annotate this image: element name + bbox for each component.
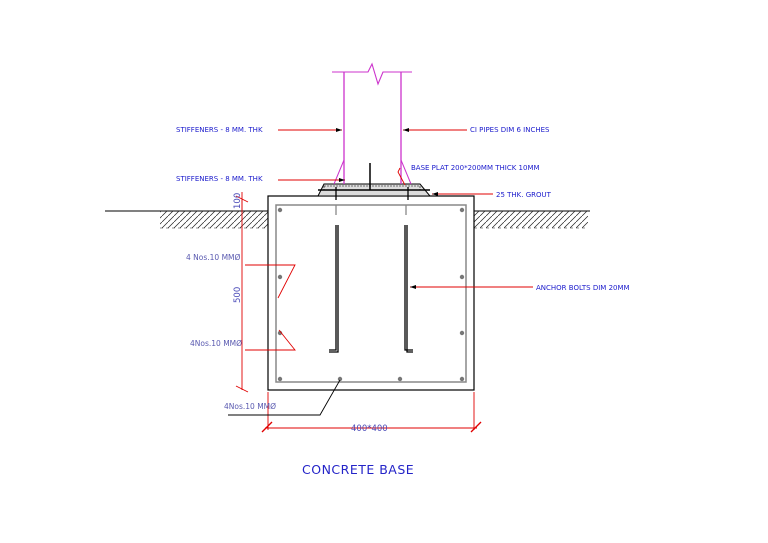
arrow-heads — [336, 128, 438, 289]
label-stiffeners-top: STIFFENERS - 8 MM. THK — [176, 126, 263, 134]
grout-layer — [317, 183, 432, 197]
bottom-rebar-leader — [228, 379, 341, 416]
ci-pipe — [332, 62, 412, 184]
label-base-plate: BASE PLAT 200*200MM THICK 10MM — [411, 164, 540, 172]
label-anchor-bolts: ANCHOR BOLTS DIM 20MM — [536, 284, 630, 292]
dim-width: 400*400 — [351, 424, 388, 434]
dim-depth: 500 — [233, 287, 243, 303]
label-ci-pipes: CI PIPES DIM 6 INCHES — [470, 126, 550, 134]
dim-top: 100 — [233, 193, 243, 209]
stiffeners — [333, 159, 412, 185]
label-rebar-3: 4Nos.10 MMØ — [224, 402, 276, 411]
rebar-dots — [277, 207, 465, 382]
label-rebar-2: 4Nos.10 MMØ — [190, 339, 242, 348]
soil-hatch — [160, 211, 588, 229]
anchor-bolts — [329, 187, 413, 353]
label-grout: 25 THK. GROUT — [496, 191, 552, 199]
leader-lines — [235, 129, 533, 433]
label-rebar-1: 4 Nos.10 MMØ — [186, 253, 241, 262]
drawing-title: CONCRETE BASE — [302, 462, 414, 477]
label-stiffeners-bottom: STIFFENERS - 8 MM. THK — [176, 175, 263, 183]
concrete-block — [267, 195, 475, 391]
rebar-cage — [275, 204, 467, 383]
